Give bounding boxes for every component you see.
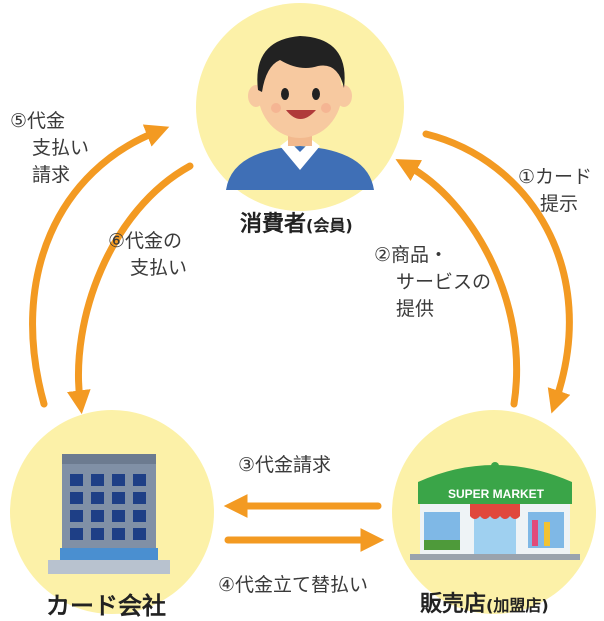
building-window — [70, 492, 83, 504]
building-window — [91, 510, 104, 522]
building-window — [112, 510, 125, 522]
arrow-f5-card-to-consumer — [29, 124, 170, 408]
card-company-label: カード会社 — [46, 586, 166, 621]
flow-5-label: ⑤代金 支払い 請求 — [10, 110, 90, 186]
flow-4-label: ④代金立て替払い — [218, 574, 369, 596]
flow-1-label: ①カード 提示 — [518, 166, 593, 215]
building-window — [112, 528, 125, 540]
building-window — [112, 474, 125, 486]
flow-6-label: ⑥代金の 支払い — [108, 230, 188, 279]
building-window — [70, 474, 83, 486]
consumer-sub: (会員) — [306, 216, 353, 235]
consumer-name: 消費者 — [240, 212, 307, 237]
person-icon — [226, 36, 374, 190]
arrow-f6-consumer-to-card — [67, 162, 194, 415]
office-building-icon — [48, 454, 170, 574]
building-window — [112, 492, 125, 504]
building-window — [133, 492, 146, 504]
consumer-label: 消費者(会員) — [240, 206, 353, 238]
building-window — [133, 510, 146, 522]
building-window — [70, 510, 83, 522]
building-window — [91, 474, 104, 486]
store-name: 販売店 — [420, 592, 487, 617]
building-window — [91, 528, 104, 540]
building-window — [70, 528, 83, 540]
flow-2-label: ②商品・ サービスの 提供 — [374, 244, 492, 320]
arrow-f1-consumer-to-store — [422, 130, 573, 414]
supermarket-icon — [410, 462, 580, 560]
arrow-f2-store-to-consumer — [395, 159, 521, 408]
store-label: 販売店(加盟店) — [420, 586, 549, 618]
building-window — [91, 492, 104, 504]
store-sign: SUPER MARKET — [448, 487, 545, 501]
card-company-name: カード会社 — [46, 592, 166, 620]
flow-3-label: ③代金請求 — [238, 454, 332, 476]
building-window — [133, 474, 146, 486]
building-window — [133, 528, 146, 540]
store-sub: (加盟店) — [486, 596, 549, 615]
